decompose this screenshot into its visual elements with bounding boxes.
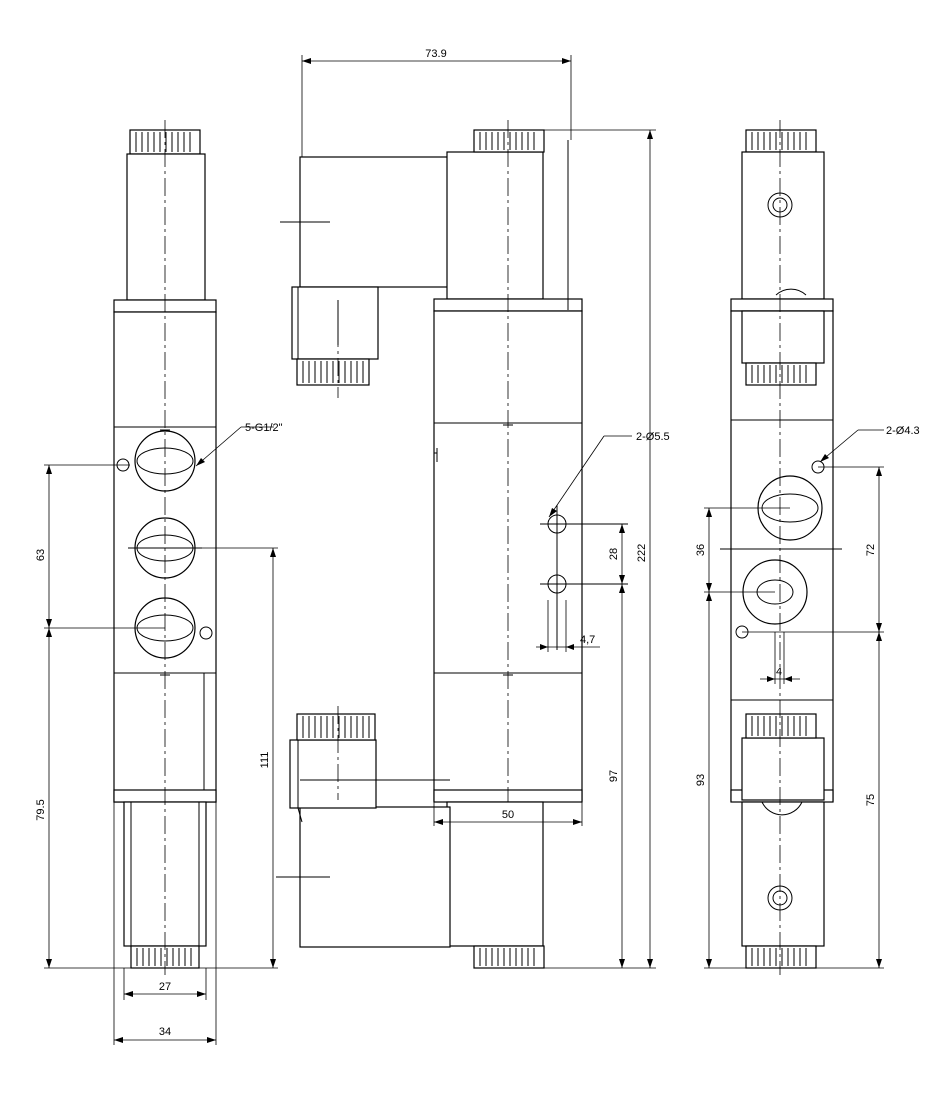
hole-label-right: 2-Ø4.3: [886, 425, 920, 437]
dim-93: 93: [695, 774, 707, 786]
dim-50: 50: [502, 809, 514, 821]
dim-28: 28: [608, 548, 620, 560]
dim-97: 97: [608, 770, 620, 782]
dim-72: 72: [865, 544, 877, 556]
dim-73-9: 73.9: [425, 48, 446, 60]
dim-75: 75: [865, 794, 877, 806]
dim-4: 4: [776, 666, 782, 678]
dim-63: 63: [35, 549, 47, 561]
dim-36: 36: [695, 544, 707, 556]
port-label: 5-G1/2": [245, 422, 283, 434]
dim-111: 111: [259, 752, 271, 769]
dim-4-7: 4,7: [580, 634, 595, 646]
left-side-view: [113, 120, 217, 975]
dim-27: 27: [159, 981, 171, 993]
right-view-dimensions: 36 93 72 75 4 2-Ø4.3: [695, 425, 920, 969]
dim-79-5: 79.5: [35, 799, 47, 820]
front-view-dimensions: 73.9 222 28 97 4,7 50 2-Ø5.5: [301, 48, 670, 969]
front-view: [276, 120, 628, 969]
dim-222: 222: [636, 544, 648, 562]
dim-34: 34: [159, 1026, 171, 1038]
hole-label-front: 2-Ø5.5: [636, 431, 670, 443]
right-rear-view: [720, 120, 842, 975]
left-view-dimensions: 63 79.5 111 27 34 5-G1/2": [35, 422, 283, 1045]
